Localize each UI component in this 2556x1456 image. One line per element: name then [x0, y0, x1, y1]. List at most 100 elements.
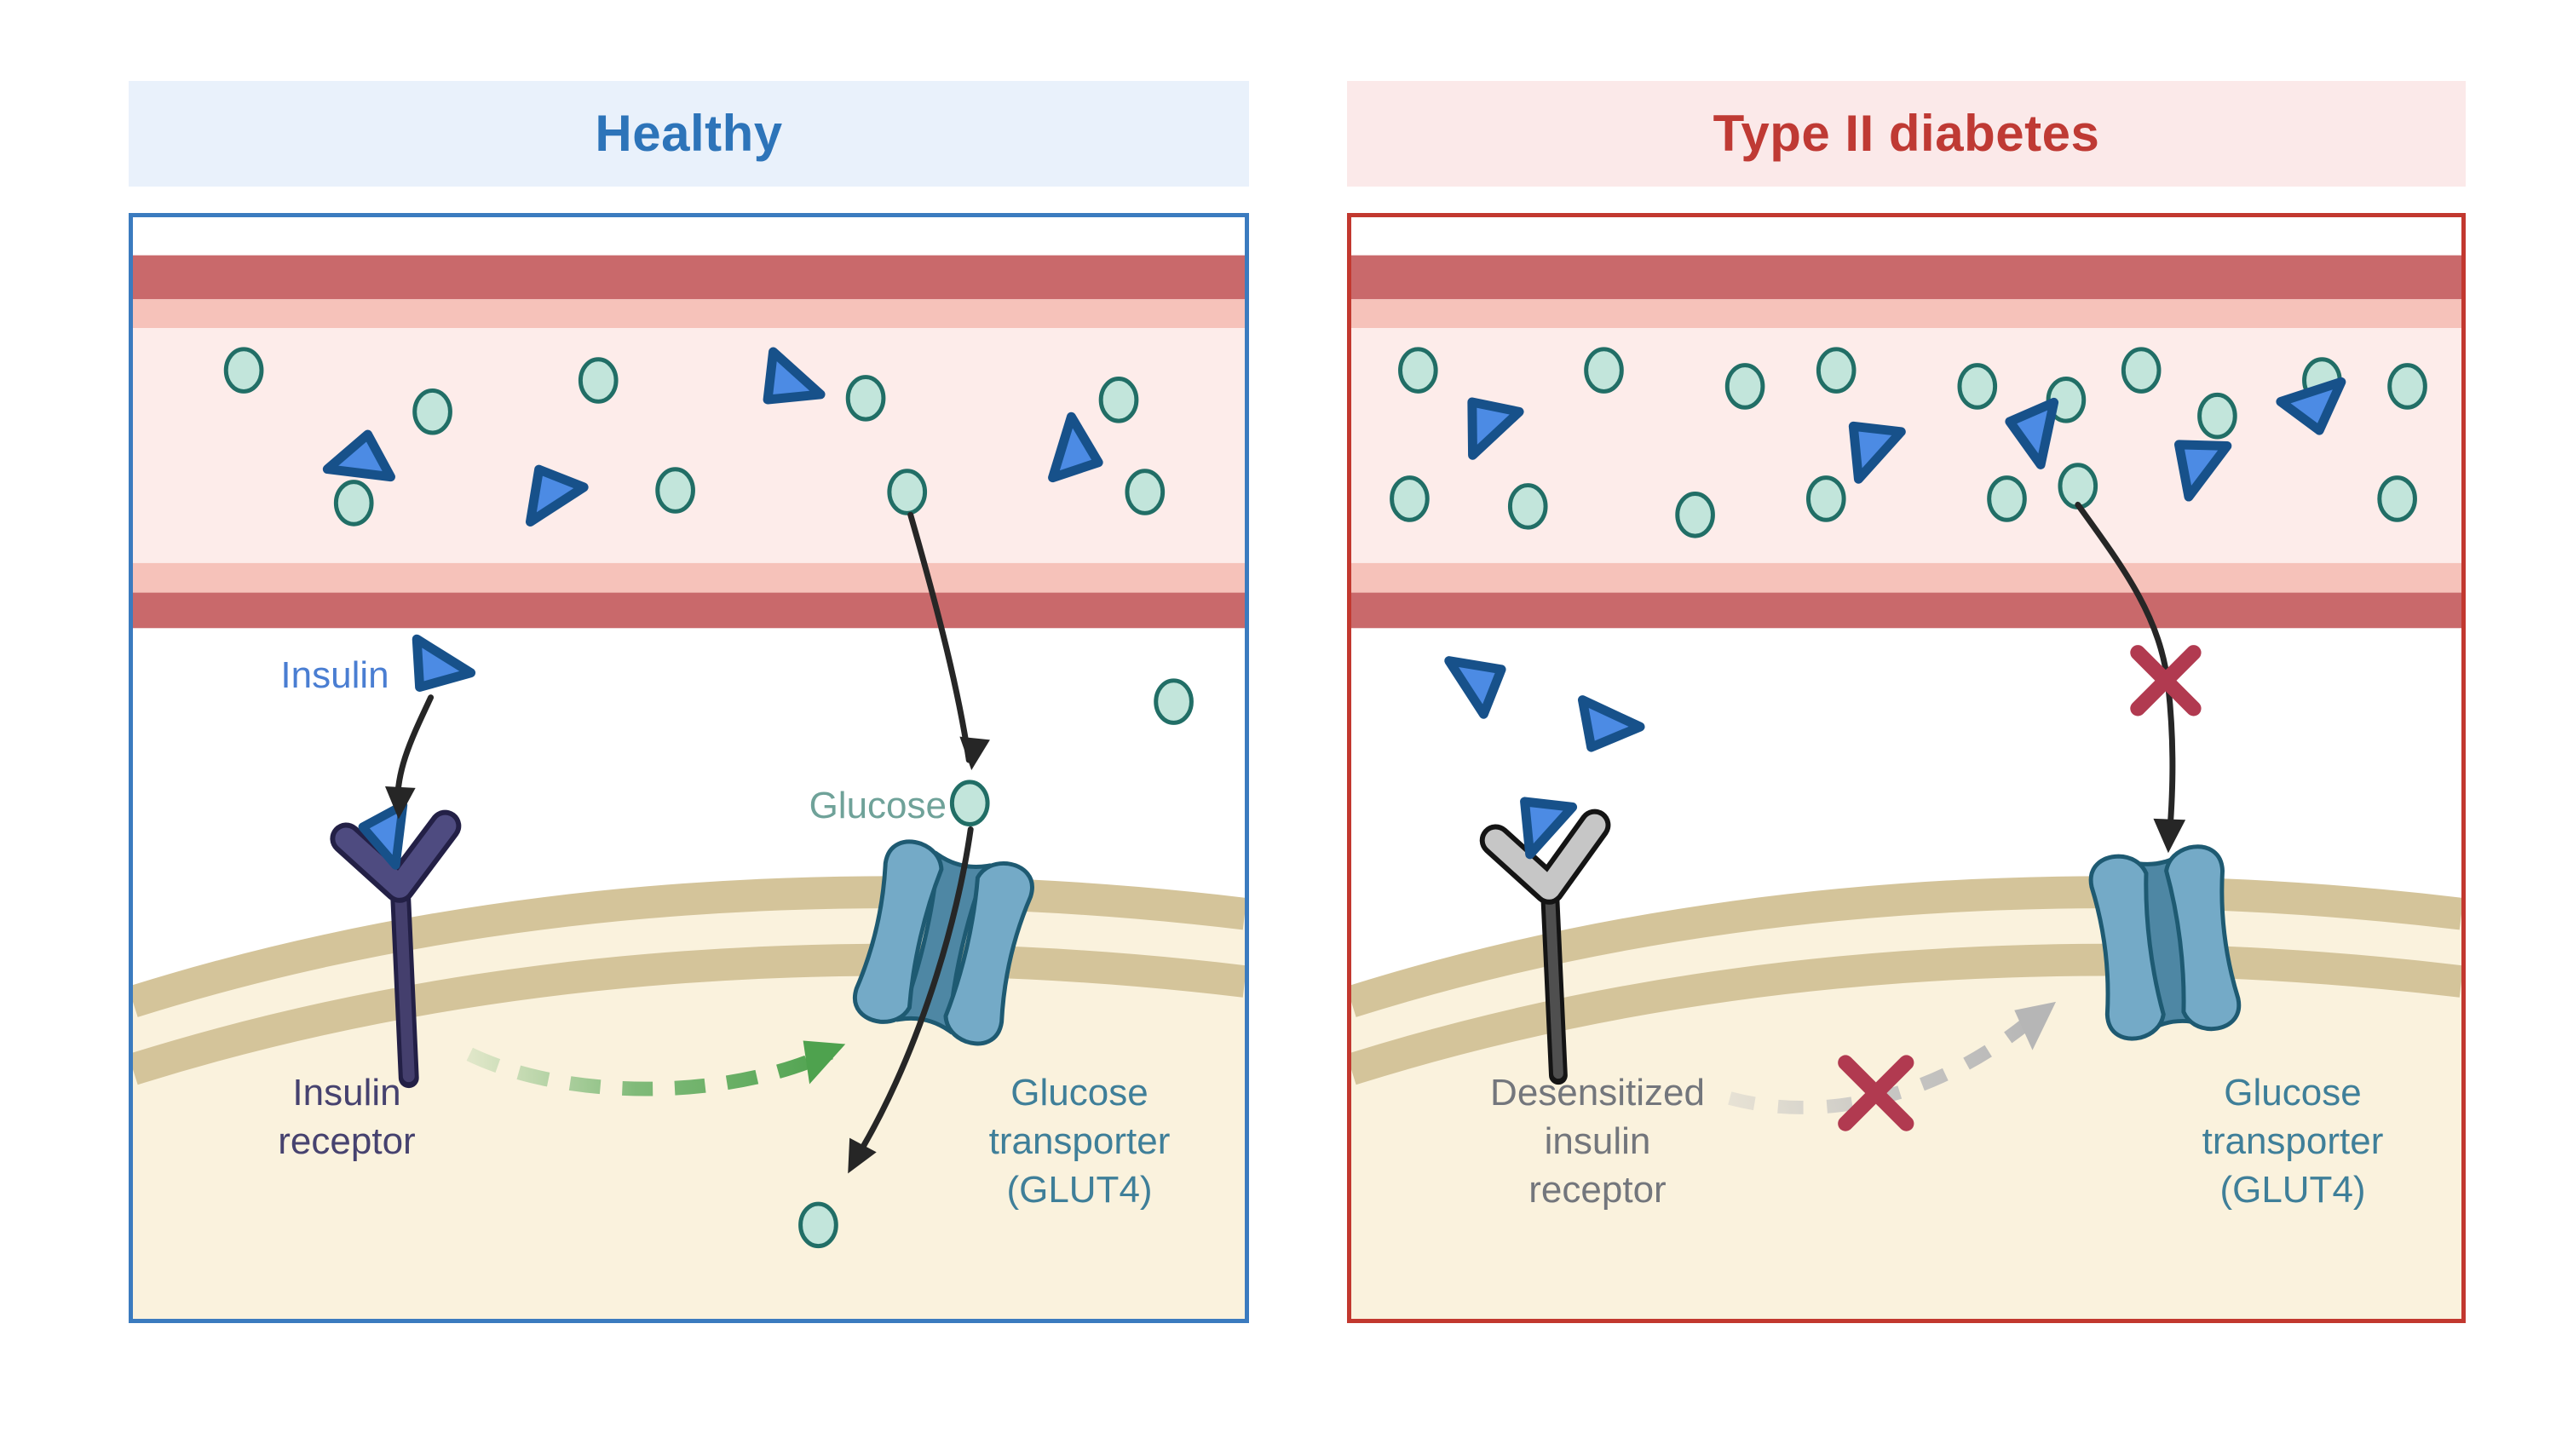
insulin-molecule — [322, 429, 395, 482]
molecules-layer — [223, 347, 1194, 1249]
glucose-molecule — [2121, 347, 2162, 394]
insulin-molecule — [1577, 695, 1645, 752]
blood-vessel — [1351, 255, 2461, 629]
membrane-outer-layer — [1351, 876, 2461, 1017]
glucose-molecule — [845, 375, 886, 422]
insulin-molecule — [1048, 411, 1103, 483]
diabetes-panel-title: Type II diabetes — [1347, 81, 2466, 187]
glucose-molecule — [1816, 347, 1857, 394]
insulin-molecule — [412, 634, 476, 692]
insulin-molecule — [1444, 656, 1506, 719]
label-line: receptor — [278, 1120, 416, 1162]
glucose-molecule — [887, 469, 928, 515]
flow-arrows — [2075, 501, 2202, 854]
diabetes-panel: Desensitized insulin receptor Glucose tr… — [1347, 213, 2466, 1323]
label-line: (GLUT4) — [2219, 1169, 2366, 1211]
label-line: Glucose — [2224, 1072, 2362, 1114]
glut4-lobe-left — [2088, 854, 2166, 1041]
glut4-label: Glucose transporter (GLUT4) — [918, 1068, 1241, 1214]
vessel-wall-bottom-outer — [133, 592, 1245, 629]
blocked-signal-x-icon — [1838, 1055, 1914, 1131]
flow-arrows — [384, 511, 990, 1174]
insulin-molecule — [525, 464, 589, 527]
label-line: receptor — [1528, 1169, 1667, 1211]
glucose-molecule — [412, 388, 452, 435]
diabetes-panel-art — [1351, 255, 2461, 1319]
healthy-panel-title: Healthy — [129, 81, 1249, 187]
insulin-molecule — [1520, 797, 1578, 860]
green-arrowhead-icon — [803, 1040, 846, 1085]
healthy-panel: Insulin Glucose Insulin receptor Glucose… — [129, 213, 1249, 1323]
insulin-molecule — [358, 800, 408, 870]
glucose-molecule — [1398, 347, 1438, 394]
signal-arrow-green — [466, 1040, 846, 1096]
desensitized-receptor-label: Desensitized insulin receptor — [1427, 1068, 1768, 1214]
glucose-molecule — [2197, 392, 2237, 440]
insulin-molecule — [1467, 397, 1524, 460]
glucose-molecule — [1584, 347, 1624, 394]
glut4-label: Glucose transporter (GLUT4) — [2131, 1068, 2455, 1214]
vessel-wall-bottom-inner — [133, 562, 1245, 593]
label-line: (GLUT4) — [1006, 1169, 1153, 1211]
glucose-uptake-arrow — [850, 826, 974, 1165]
insulin-molecule — [2276, 377, 2346, 435]
molecules-layer — [1390, 347, 2427, 860]
glucose-molecule — [1987, 475, 2027, 522]
glucose-molecule — [1724, 363, 1765, 410]
label-line: insulin — [1544, 1120, 1651, 1162]
vessel-wall-bottom-inner — [1351, 562, 2461, 593]
glucose-molecule — [1957, 363, 1998, 410]
glucose-exit-arrow — [907, 511, 972, 763]
insulin-molecule — [2005, 397, 2059, 469]
glucose-molecule — [655, 467, 695, 514]
receptor-arms — [1484, 814, 1606, 900]
glucose-uptake-arrowhead-icon — [848, 1137, 877, 1174]
insulin-binding-arrowhead-icon — [384, 786, 416, 820]
glucose-molecule — [2387, 363, 2427, 410]
insulin-molecule — [1848, 421, 1906, 484]
glucose-molecule — [2377, 475, 2417, 522]
glucose-blocked-arrowhead-icon — [2153, 818, 2186, 854]
glucose-molecule — [949, 780, 990, 826]
vessel-wall-bottom-outer — [1351, 592, 2461, 629]
insulin-molecule — [763, 347, 826, 405]
insulin-receptor-label: Insulin receptor — [185, 1068, 509, 1165]
glucose-molecule — [1805, 475, 1846, 522]
gray-arrowhead-icon — [2014, 1001, 2057, 1050]
glucose-molecule — [578, 357, 619, 404]
glucose-molecule — [798, 1201, 838, 1249]
label-line: Insulin — [292, 1072, 401, 1114]
membrane-outer-layer — [133, 876, 1245, 1017]
vessel-wall-top-outer — [133, 255, 1245, 300]
glut4-lobe-right — [943, 860, 1034, 1046]
insulin-label: Insulin — [280, 654, 389, 696]
vessel-wall-top-outer — [1351, 255, 2461, 300]
glucose-molecule — [1154, 678, 1194, 725]
receptor-arms — [335, 814, 457, 898]
signal-arrow-blocked — [1728, 1001, 2057, 1131]
glucose-molecule — [333, 480, 374, 527]
blocked-glucose-x-icon — [2130, 645, 2202, 716]
label-line: Desensitized — [1490, 1072, 1705, 1114]
glucose-label: Glucose — [809, 785, 947, 826]
healthy-panel-art — [133, 255, 1245, 1319]
membrane-inner-layer — [133, 943, 1245, 1085]
glut4-lobe-left — [853, 839, 944, 1024]
label-line: transporter — [988, 1120, 1171, 1162]
label-line: Glucose — [1010, 1072, 1148, 1114]
receptor-stem — [394, 883, 415, 1083]
glucose-molecule — [1507, 483, 1548, 530]
vessel-lumen — [1351, 327, 2461, 563]
vessel-wall-top-inner — [133, 299, 1245, 328]
membrane-inner-layer — [1351, 943, 2461, 1085]
glucose-molecule — [1098, 377, 1139, 423]
glucose-molecule — [223, 347, 264, 394]
glucose-molecule — [2058, 463, 2098, 509]
insulin-receptor — [330, 809, 462, 1089]
desensitized-insulin-receptor — [1479, 809, 1611, 1085]
glucose-exit-arrowhead-icon — [959, 736, 990, 770]
receptor-stem — [1545, 886, 1563, 1079]
glucose-molecule — [1675, 492, 1715, 538]
glucose-molecule — [1125, 469, 1166, 515]
